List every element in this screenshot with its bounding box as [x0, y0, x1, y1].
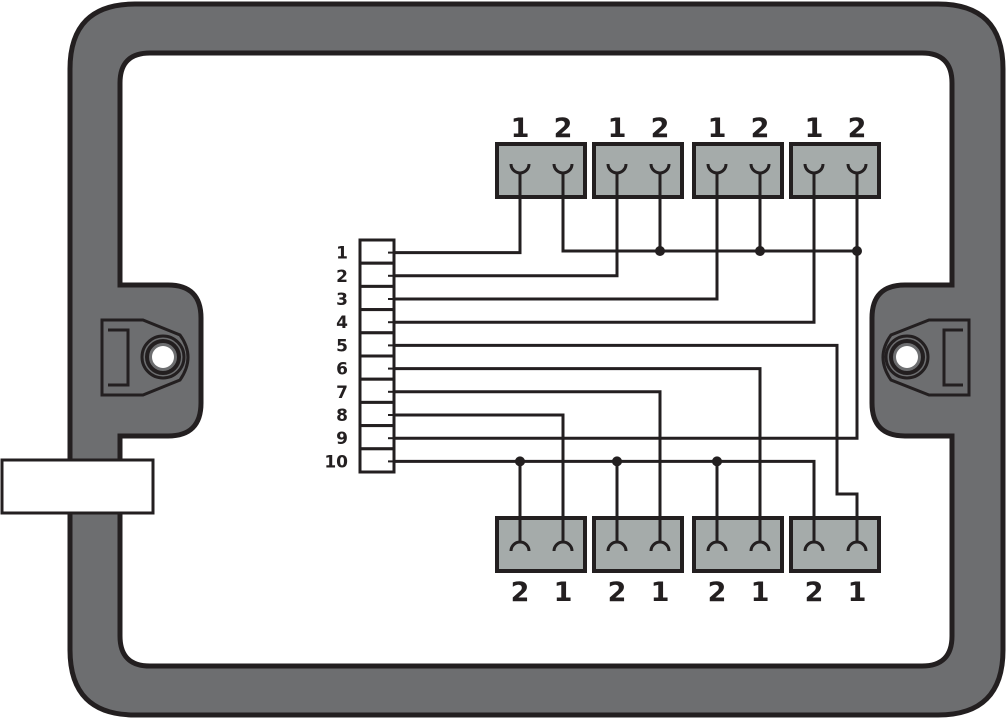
junction-dot: [655, 246, 665, 256]
terminal-label: 3: [336, 290, 348, 310]
connector-body: [592, 142, 684, 199]
pin-label: 1: [651, 577, 670, 608]
left-ear-hole: [152, 346, 174, 368]
junctions: [515, 246, 862, 467]
connector-body: [592, 516, 684, 573]
junction-dot: [852, 246, 862, 256]
pin-label: 2: [805, 577, 824, 608]
terminal-label: 4: [336, 313, 348, 333]
pin-label: 1: [708, 113, 727, 144]
left-ear-ring-outer: [140, 334, 186, 380]
pin-label: 1: [751, 577, 770, 608]
wire-terminal-7: [394, 390, 662, 518]
junction-dot: [515, 456, 525, 467]
right-ear-clip: [881, 318, 971, 397]
wires: [394, 197, 859, 518]
pin-label: 2: [554, 113, 573, 144]
wire-terminal-1: [394, 197, 522, 255]
connector-body: [789, 142, 881, 199]
pin-label: 1: [511, 113, 530, 144]
wire-terminal-10: [394, 459, 816, 518]
label-tab: [0, 458, 155, 515]
right-ear-slot: [942, 328, 963, 387]
right-ear-ring-inner: [889, 339, 925, 375]
left-ear-ring-inner: [145, 339, 181, 375]
pin-label: 2: [511, 577, 530, 608]
top-common-bus: [561, 197, 859, 253]
connector-body: [495, 142, 587, 199]
left-ear-clip: [100, 318, 190, 397]
terminal-block: 1 2 3 4 5 6 7 8 9 10: [324, 238, 396, 474]
housing: [67, 1, 1006, 718]
terminal-label: 7: [336, 383, 348, 403]
wire-terminal-8: [394, 413, 565, 518]
terminal-label: 2: [336, 267, 348, 287]
housing-frame: [67, 1, 1006, 718]
pin-label: 1: [848, 577, 867, 608]
wire-terminal-5: [394, 343, 859, 518]
junction-dot: [755, 246, 765, 256]
pin-label: 1: [608, 113, 627, 144]
wire-terminal-2: [394, 197, 619, 278]
terminal-label: 1: [336, 244, 348, 264]
wire-terminal-6: [394, 367, 762, 518]
wire-terminal-9: [394, 251, 859, 440]
junction-dot: [612, 456, 622, 467]
wire-terminal-4: [394, 197, 816, 324]
pin-label: 2: [651, 113, 670, 144]
left-mounting-ear: [100, 318, 190, 397]
junction-dot: [712, 456, 722, 467]
pin-label: 1: [554, 577, 573, 608]
connector-body: [495, 516, 587, 573]
pin-label: 2: [751, 113, 770, 144]
pin-label: 2: [848, 113, 867, 144]
pin-label: 2: [708, 577, 727, 608]
left-ear-slot: [108, 328, 130, 387]
connector-body: [692, 516, 784, 573]
connector-body: [692, 142, 784, 199]
terminal-label: 6: [336, 360, 348, 380]
right-mounting-ear: [881, 318, 971, 397]
right-ear-ring-outer: [884, 334, 930, 380]
terminal-label: 8: [336, 406, 348, 426]
terminal-label: 9: [336, 429, 348, 449]
pin-label: 1: [805, 113, 824, 144]
pin-label: 2: [608, 577, 627, 608]
connector-body: [789, 516, 881, 573]
wire-terminal-3: [394, 197, 719, 301]
right-ear-hole: [896, 346, 918, 368]
terminal-label: 5: [336, 336, 348, 356]
terminal-label: 10: [324, 452, 348, 472]
